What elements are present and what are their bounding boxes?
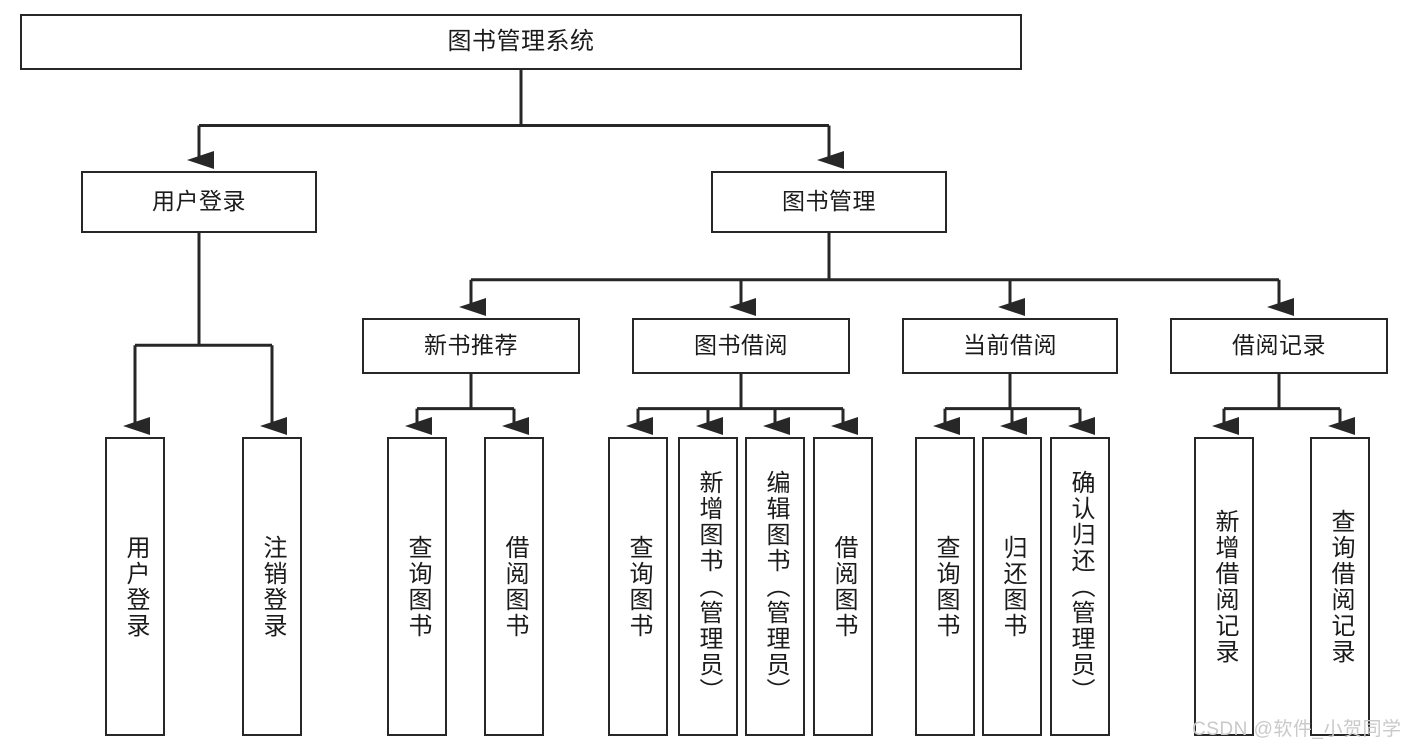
- node-borrow-record[interactable]: 借阅记录: [1170, 318, 1388, 374]
- node-label-leaf-return-book: 归还图书: [998, 534, 1026, 639]
- node-label-leaf-logout: 注销登录: [258, 534, 286, 639]
- watermark-text: CSDN @软件_小贺同学: [1192, 719, 1402, 740]
- node-label-leaf-query-book-2: 查询图书: [624, 534, 652, 639]
- node-label-leaf-borrow-book-2: 借阅图书: [829, 534, 857, 639]
- edge-group: [123, 70, 1355, 435]
- node-label-leaf-query-book-3: 查询图书: [931, 534, 959, 639]
- node-leaf-query-record[interactable]: 查询借阅记录: [1310, 437, 1370, 736]
- node-label-leaf-edit-book: 编辑图书（管理员）: [761, 469, 789, 704]
- node-label-leaf-user-login: 用户登录: [121, 534, 149, 639]
- node-leaf-add-record[interactable]: 新增借阅记录: [1194, 437, 1254, 736]
- node-leaf-user-login[interactable]: 用户登录: [105, 437, 165, 736]
- node-label-leaf-add-record: 新增借阅记录: [1210, 508, 1238, 665]
- node-book-borrow[interactable]: 图书借阅: [632, 318, 850, 374]
- node-current-borrow[interactable]: 当前借阅: [902, 318, 1118, 374]
- node-root[interactable]: 图书管理系统: [20, 14, 1022, 70]
- node-leaf-confirm-return[interactable]: 确认归还（管理员）: [1050, 437, 1110, 736]
- node-label-book-borrow: 图书借阅: [694, 332, 788, 359]
- node-leaf-query-book-1[interactable]: 查询图书: [387, 437, 447, 736]
- node-leaf-add-book[interactable]: 新增图书（管理员）: [678, 437, 738, 736]
- node-leaf-query-book-2[interactable]: 查询图书: [608, 437, 668, 736]
- node-leaf-return-book[interactable]: 归还图书: [982, 437, 1042, 736]
- node-label-borrow-record: 借阅记录: [1232, 332, 1326, 359]
- node-label-leaf-query-book-1: 查询图书: [403, 534, 431, 639]
- node-label-current-borrow: 当前借阅: [963, 332, 1057, 359]
- node-new-book-rec[interactable]: 新书推荐: [362, 318, 580, 374]
- node-label-leaf-confirm-return: 确认归还（管理员）: [1066, 469, 1094, 704]
- node-label-user-login: 用户登录: [152, 188, 246, 215]
- node-label-book-manage: 图书管理: [782, 188, 876, 215]
- node-user-login[interactable]: 用户登录: [81, 171, 317, 233]
- node-label-root: 图书管理系统: [447, 27, 595, 55]
- node-leaf-borrow-book-2[interactable]: 借阅图书: [813, 437, 873, 736]
- node-label-leaf-add-book: 新增图书（管理员）: [694, 469, 722, 704]
- node-label-leaf-query-record: 查询借阅记录: [1326, 508, 1354, 665]
- node-leaf-logout[interactable]: 注销登录: [242, 437, 302, 736]
- node-leaf-edit-book[interactable]: 编辑图书（管理员）: [745, 437, 805, 736]
- node-leaf-query-book-3[interactable]: 查询图书: [915, 437, 975, 736]
- node-book-manage[interactable]: 图书管理: [711, 171, 947, 233]
- node-label-leaf-borrow-book-1: 借阅图书: [500, 534, 528, 639]
- node-label-new-book-rec: 新书推荐: [424, 332, 518, 359]
- node-leaf-borrow-book-1[interactable]: 借阅图书: [484, 437, 544, 736]
